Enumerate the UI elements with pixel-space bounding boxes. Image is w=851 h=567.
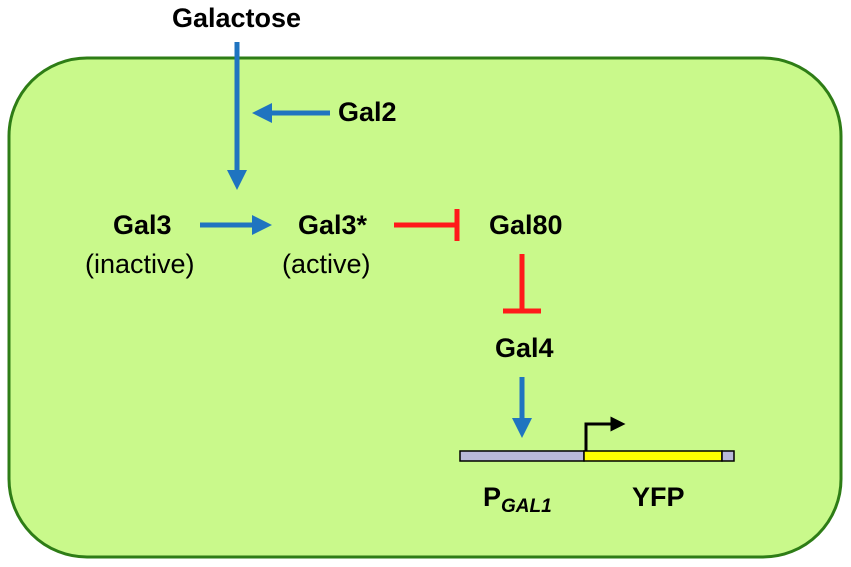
gal3-label: Gal3 [113, 210, 172, 240]
galactose-label: Galactose [172, 3, 302, 33]
gal3-state-label: (inactive) [85, 249, 195, 279]
gal80-inhibits-gal4 [503, 254, 541, 314]
cell-membrane [7, 56, 843, 559]
gene-end-segment [721, 450, 735, 462]
gal80-label: Gal80 [489, 210, 563, 240]
gal3-active-label: Gal3* [298, 210, 368, 240]
promoter-label-sub: GAL1 [501, 496, 552, 517]
reporter-label: YFP [632, 482, 685, 512]
promoter-label-main: P [483, 482, 502, 512]
gal3-active-state-label: (active) [282, 249, 371, 279]
transcription-start-arrow [584, 416, 626, 451]
gal4-label: Gal4 [495, 333, 554, 363]
gal2-label: Gal2 [338, 97, 397, 127]
reporter-segment [583, 450, 723, 462]
promoter-segment [459, 450, 585, 462]
promoter-label: PGAL1 [483, 482, 552, 517]
gal3-inhibits-gal80 [394, 209, 460, 241]
